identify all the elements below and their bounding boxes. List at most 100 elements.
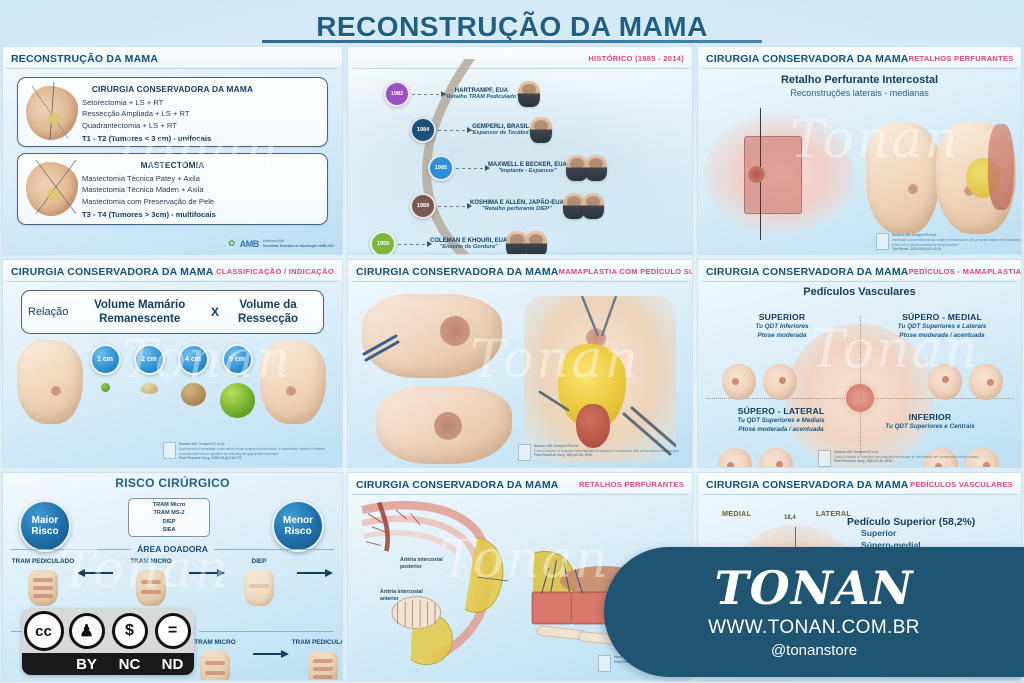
citation: Munhoz AM, Gemperli R et al. Immediate c… [876,233,1021,252]
panel-body: Munhoz AM, Gemperli R et al. Critical An… [348,282,692,465]
panel-title: CIRURGIA CONSERVADORA DA MAMA [706,478,909,491]
citation-authors: Munhoz AM, Gemperli R et al. [534,444,579,448]
timeline-text: COLEMAN E KHOURI, EUA "Enxerto de Gordur… [430,238,507,250]
mini-breast [718,448,752,467]
breast-illustration-mastectomia [26,159,78,216]
quadrant-name: SÚPERO - LATERAL [737,406,825,416]
panel-classificacao-indicacao: CIRURGIA CONSERVADORA DA MAMA CLASSIFICA… [2,259,343,468]
treatment-item: Quadrantectomia + LS + RT [82,120,177,130]
citation-title: Critical Analysis of reduction mammaplas… [534,448,680,453]
timeline-author: HARTRAMPF, EUA [454,88,509,94]
higher-risk-badge: Maior Risco [19,500,71,552]
panel-title: CIRURGIA CONSERVADORA DA MAMA [11,265,214,278]
abdomen-illustration [308,651,338,680]
technique-item: DIEP [162,518,176,525]
nipple-marker [586,328,606,348]
axis-label-lateral: LATERAL [816,509,852,518]
walnut-illustration [180,383,206,406]
panel-heading: Pedículos Vasculares [803,286,916,298]
timeline-connector [398,240,432,247]
size-bubble: 4 cm [177,344,209,375]
panel-pediculos-vasculares-quadrantes: CIRURGIA CONSERVADORA DA MAMA PEDÍCULOS … [697,259,1022,468]
panel-tag: RETALHOS PERFURANTES [908,54,1014,63]
muscle-overlay [988,124,1014,210]
amb-logo-text: AMB [239,238,260,249]
pea-illustration [100,383,110,392]
areola-marker [434,412,462,440]
header-divider [262,40,762,43]
timeline-item: 1985 MAXWELL E BECKER, EUA "Implante - E… [428,155,607,181]
panel-body: CIRURGIA CONSERVADORA DA MAMA Setorectom… [3,69,342,252]
panel-body: RISCO CIRÚRGICO Maior Risco TRAM Micro T… [3,476,342,680]
nipple-marker [908,184,918,194]
leaf-icon: ✿ [228,238,236,248]
panel-tag: RETALHOS PERFURANTES [578,480,684,489]
cc-nd-label: ND [151,653,194,675]
timeline-item: 1995 COLEMAN E KHOURI, EUA "Enxerto de G… [370,231,548,254]
portrait-avatar [506,231,529,254]
timeline-text: KOSHIMA E ALLEN, JAPÃO-EUA "Retalho perf… [470,200,564,212]
anatomy-label-posterior: Artéria intercostal posterior [400,557,443,570]
panel-title: CIRURGIA CONSERVADORA DA MAMA [356,478,559,491]
brand-website[interactable]: WWW.TONAN.COM.BR [708,617,920,638]
panel-divider [7,281,338,282]
panel-header: CIRURGIA CONSERVADORA DA MAMA RETALHOS P… [698,47,1021,67]
timeline-work: "Expansor de Tecidos" [470,130,532,136]
panel-header: CIRURGIA CONSERVADORA DA MAMA CLASSIFICA… [3,260,342,280]
treatment-box-mastectomia: MASTECTOMIA Mastectomia Técnica Patey + … [17,153,328,225]
muscle-stripe [141,590,161,595]
timeline-portraits [506,231,548,254]
quadrant-line: Ptose moderada / acentuada [899,332,985,340]
flow-label: TRAM PEDICULADO [11,558,75,565]
panel-header: CIRURGIA CONSERVADORA DA MAMA PEDÍCULOS … [698,260,1021,280]
flow-label: TRAM MICRO [130,558,172,565]
flap-flow-row: TRAM MICRO TRAM PEDICULADO [181,639,342,680]
flow-item: DIEP [225,558,293,607]
size-scale-row: 1 cm 2 cm 4 cm 5 cm [87,344,255,422]
panel-reconstrucao-da-mama: RECONSTRUÇÃO DA MAMA CIRURGIA CONSERVADO… [2,46,343,255]
citation: Munhoz AM, Gemperli R et al. Critical An… [518,444,680,461]
panel-heading: Retalho Perfurante Intercostal [780,74,939,86]
treatment-item: Mastectomia com Preservação de Pele [82,196,215,206]
cc-by-label: BY [65,653,108,675]
page-title: RECONSTRUÇÃO DA MAMA [316,11,708,42]
timeline-item: 1989 KOSHIMA E ALLEN, JAPÃO-EUA "Retalho… [410,193,604,219]
nipple-marker [51,386,61,396]
portrait-avatar [517,81,540,107]
quadrant-label-supero-medial: SÚPERO - MEDIAL Tu QDT Superiores e Late… [877,312,1007,340]
panel-retalho-perfurante-intercostal: CIRURGIA CONSERVADORA DA MAMA RETALHOS P… [697,46,1022,255]
panel-header: CIRURGIA CONSERVADORA DA MAMA MAMAPLASTI… [348,260,692,280]
panel-divider [352,281,688,282]
timeline-connector [456,164,490,171]
nipple-marker [776,461,783,467]
brand-social-handle[interactable]: @tonanstore [770,642,858,659]
mini-breast-pair-supero-lateral [718,448,793,467]
portrait-avatar [562,193,585,219]
nipple-marker [286,386,296,396]
size-item: 4 cm [175,344,211,422]
timeline-portraits [517,81,540,107]
section-label: ÁREA DOADORA [137,544,208,554]
timeline-year-badge: 1995 [370,231,396,254]
panel-divider [702,281,1017,282]
muscle-stripe [313,659,333,664]
quadrant-name: INFERIOR [908,412,952,422]
treatment-box-footer: T3 - T4 (Tumores > 3cm) - multifocais [82,210,216,220]
panel-historico: HISTÓRICO (1985 - 2014) 1982 HARTRAMPF, … [347,46,693,255]
crossed-dollar-glyph: $ [111,613,148,649]
amb-line-1: Diretrizes AMB [262,239,284,244]
treatment-item: Ressecção Ampliada + LS + RT [82,109,190,119]
panel-header: CIRURGIA CONSERVADORA DA MAMA PEDÍCULOS … [698,473,1021,493]
panel-body: Pedículos Vasculares SUPERIOR Tu QDT Inf… [698,286,1021,467]
quadrant-label-superior: SUPERIOR Tu QDT Inferiores Ptose moderad… [722,312,842,340]
panel-subheading: Reconstruções laterais - medianas [790,88,929,98]
muscle-stripe [33,586,53,591]
creative-commons-badge[interactable]: cc ♟ BY $ NC = ND [22,609,194,675]
journal-thumbnail-icon [876,233,889,251]
abdomen-illustration [136,570,166,607]
panel-title: CIRURGIA CONSERVADORA DA MAMA [706,265,909,278]
journal-thumbnail-icon [163,442,176,460]
treatment-item-list: Setorectomia + LS + RT Ressecção Ampliad… [18,94,327,131]
panel-body: 1982 HARTRAMPF, EUA "Retalho TRAM Pedicu… [348,59,692,254]
size-bubble: 2 cm [133,344,165,375]
